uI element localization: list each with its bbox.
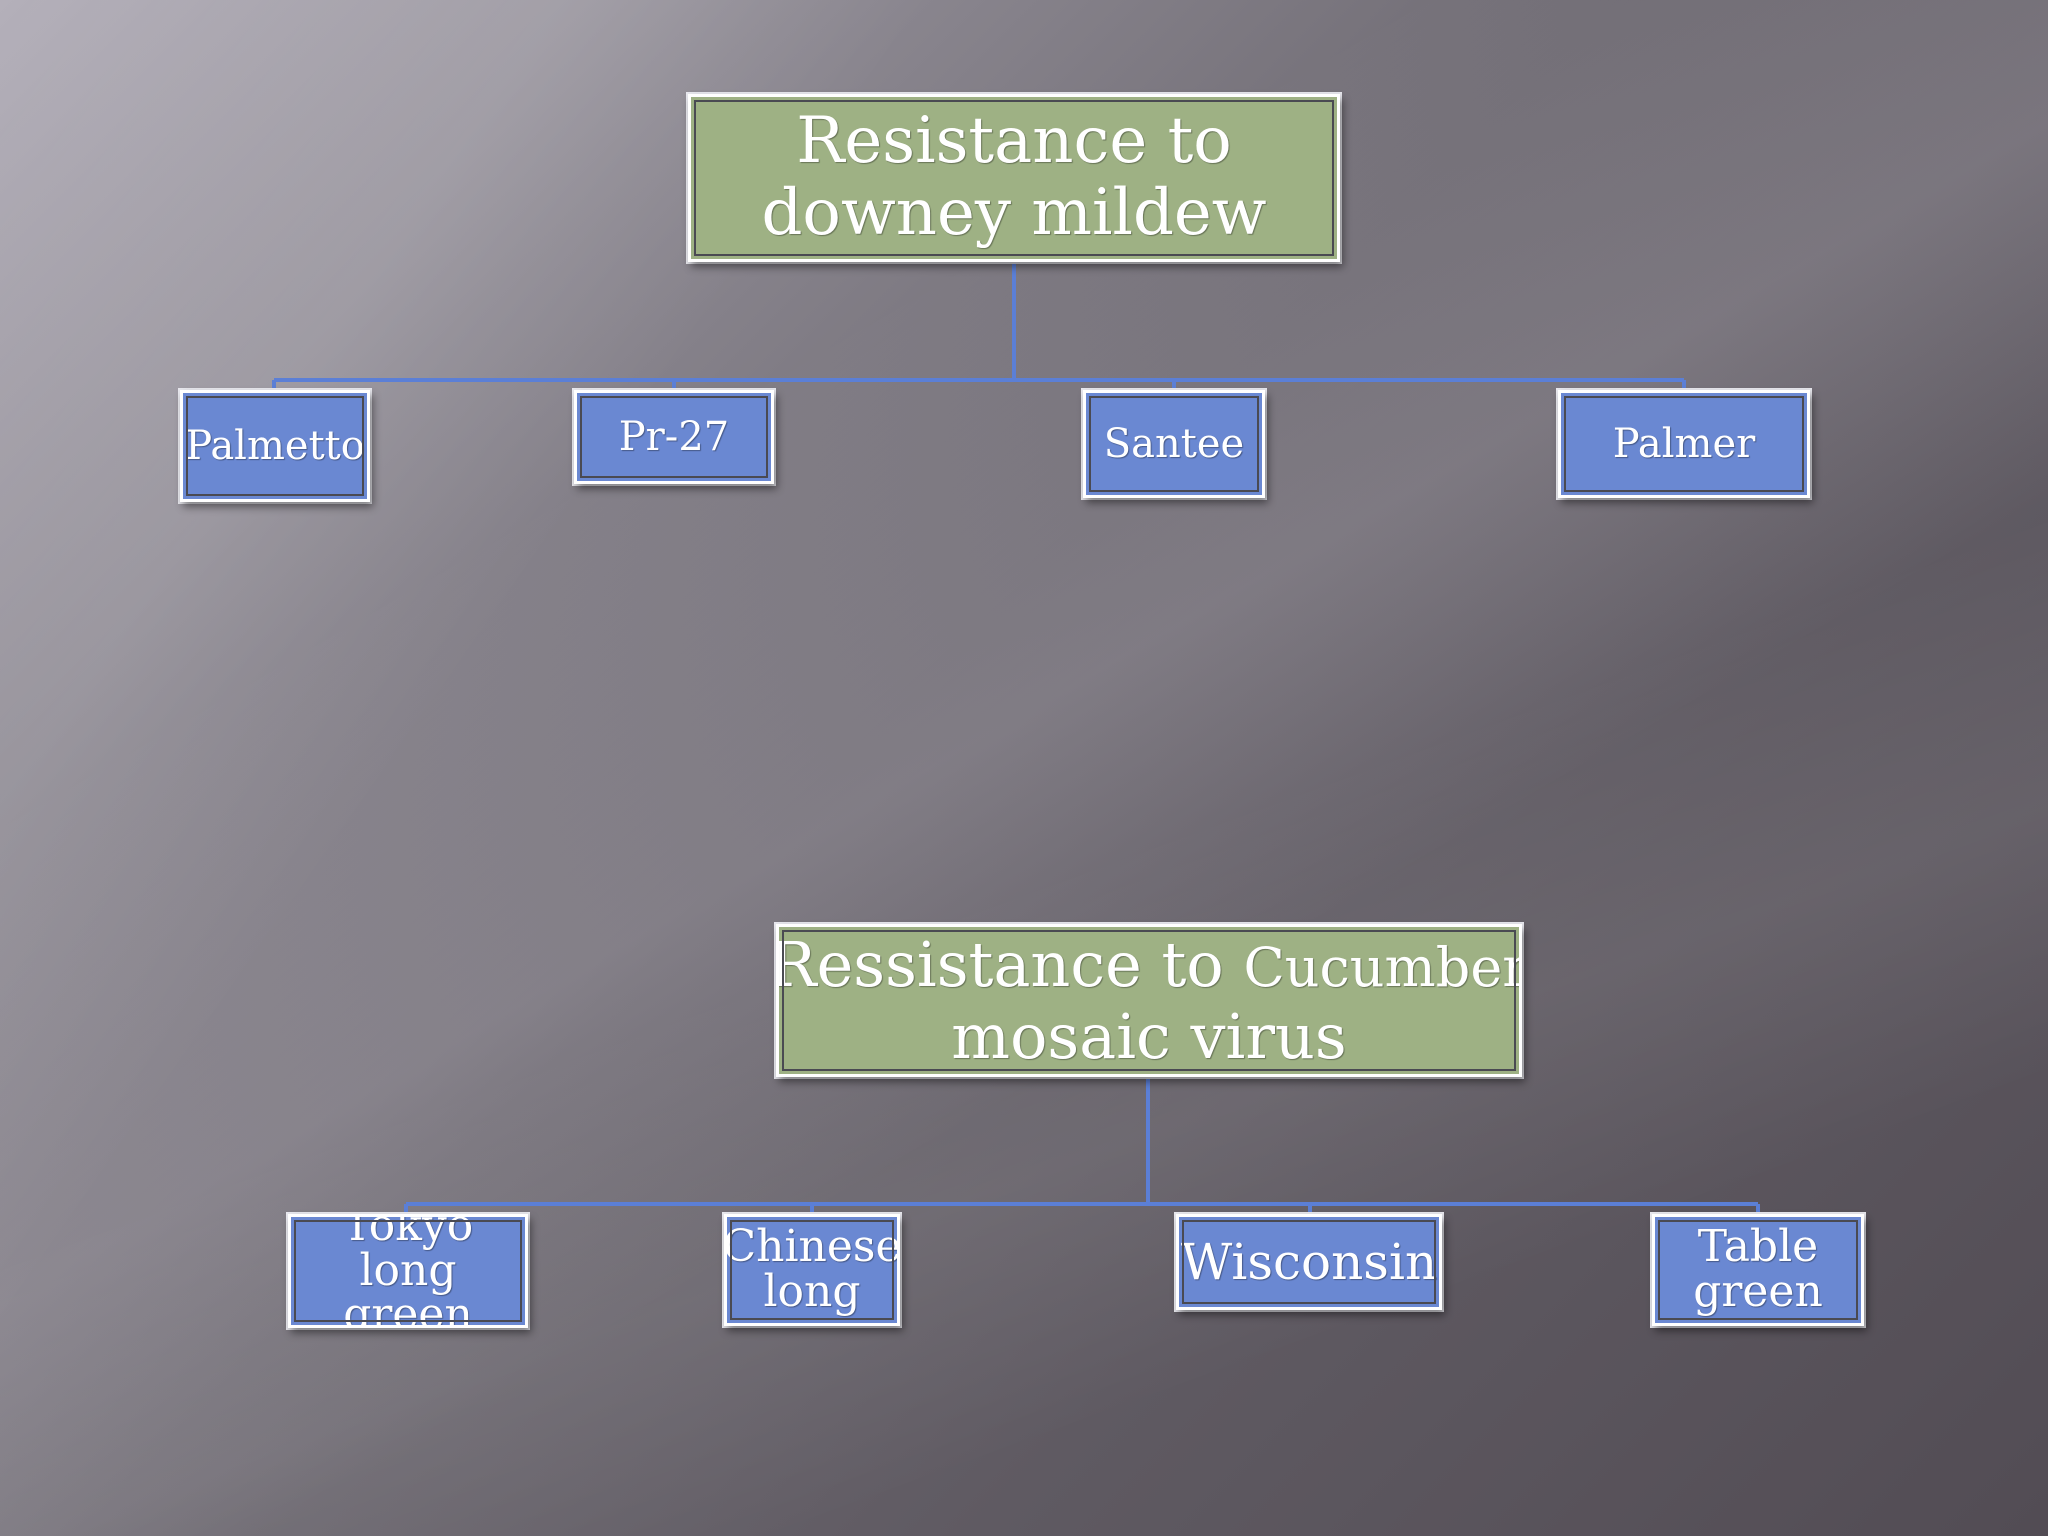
root-cucumber-line1-part1: Ressistance to	[776, 927, 1244, 1001]
node-chinese-long: Chinese long	[724, 1214, 900, 1326]
node-table-green: Table green	[1652, 1214, 1864, 1326]
root-downy-mildew: Resistance to downey mildew	[688, 94, 1340, 262]
node-santee: Santee	[1083, 390, 1265, 498]
node-chinese-line2: long	[763, 1266, 861, 1317]
root-cucumber-line1-part2: Cucumber	[1243, 935, 1522, 999]
node-tokyo-line2: long green	[343, 1244, 473, 1328]
node-palmer-label: Palmer	[1612, 420, 1756, 467]
node-pr-27: Pr-27	[574, 390, 774, 484]
root-cucumber-mosaic-virus: Ressistance to Cucumber mosaic virus	[776, 924, 1522, 1077]
root-downy-mildew-label: Resistance to downey mildew	[761, 104, 1267, 250]
node-palmetto: Palmetto	[180, 390, 370, 502]
node-table-line2: green	[1693, 1266, 1823, 1317]
node-wisconsin-label: Wisconsin	[1180, 1232, 1438, 1291]
root-cucumber-line1: Ressistance to Cucumber	[776, 927, 1522, 1002]
node-santee-label: Santee	[1103, 420, 1245, 467]
node-tokyo-long-green: Tokyo long green	[288, 1214, 528, 1328]
root-cucumber-line2: mosaic virus	[951, 999, 1347, 1073]
node-palmer: Palmer	[1558, 390, 1810, 498]
node-tokyo-line1: Tokyo	[342, 1214, 474, 1251]
node-pr-27-label: Pr-27	[618, 413, 730, 460]
node-wisconsin: Wisconsin	[1176, 1214, 1442, 1310]
node-table-line1: Table	[1697, 1221, 1819, 1273]
node-chinese-line1: Chinese	[724, 1221, 900, 1273]
node-palmetto-label: Palmetto	[185, 422, 365, 469]
